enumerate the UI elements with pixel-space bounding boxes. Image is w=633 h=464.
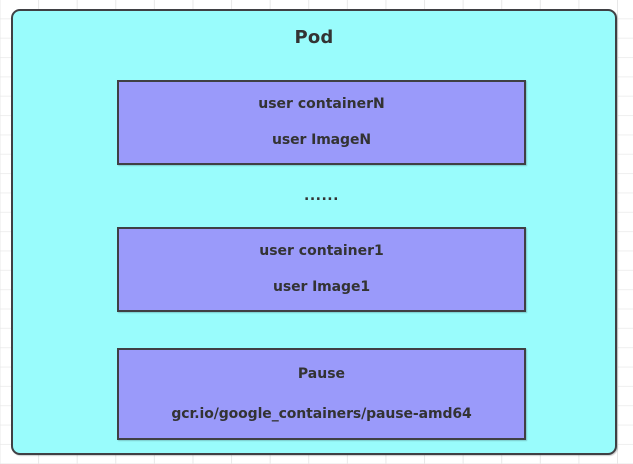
container-image-label: user ImageN <box>272 132 371 148</box>
container-name-label: user container1 <box>259 243 384 259</box>
container-box-user-container-1: user container1 user Image1 <box>117 227 526 312</box>
pod-container: Pod user containerN user ImageN ...... u… <box>11 9 617 455</box>
ellipsis-separator: ...... <box>304 188 339 204</box>
container-image-label: gcr.io/google_containers/pause-amd64 <box>171 405 472 422</box>
container-box-user-container-n: user containerN user ImageN <box>117 80 526 165</box>
container-name-label: Pause <box>297 365 346 382</box>
container-name-label: user containerN <box>258 96 385 112</box>
container-box-pause: Pause gcr.io/google_containers/pause-amd… <box>117 348 526 440</box>
container-image-label: user Image1 <box>273 279 370 295</box>
pod-title: Pod <box>294 27 334 48</box>
